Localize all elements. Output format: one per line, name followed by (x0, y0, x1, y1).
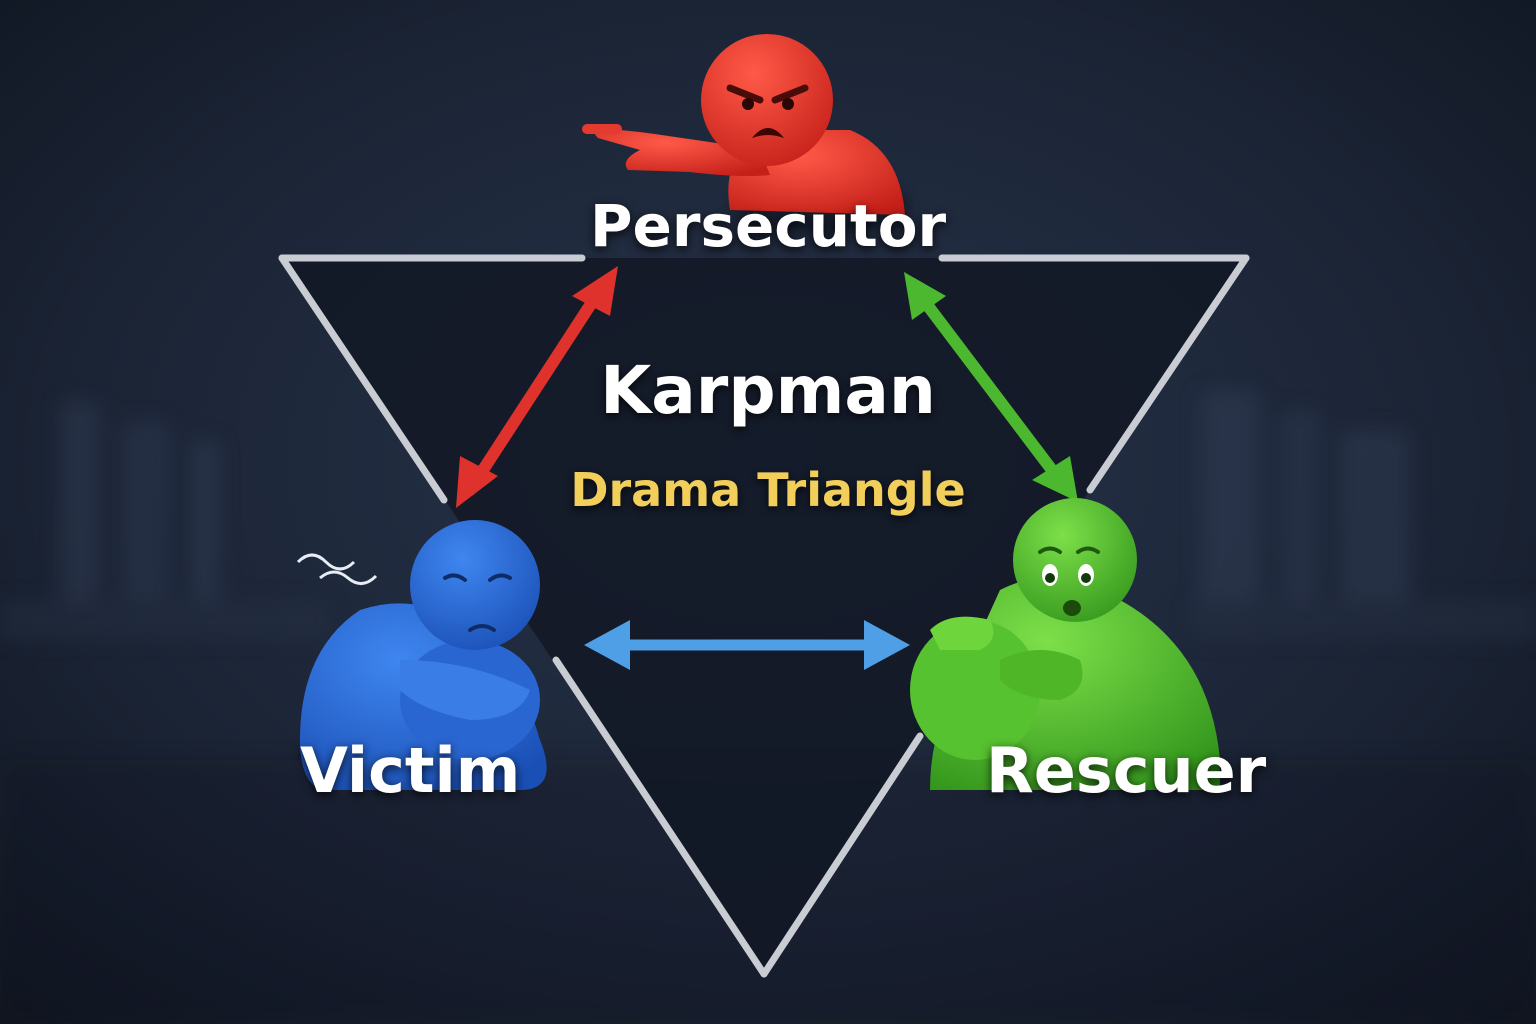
triangle-left-lower-edge (552, 656, 768, 978)
triangle-outline (278, 254, 1250, 978)
diagram-title: Karpman (600, 352, 936, 429)
victim-head (410, 520, 540, 650)
role-label-victim: Victim (300, 734, 521, 807)
triangle-fill (282, 258, 1246, 974)
role-label-persecutor: Persecutor (590, 192, 947, 260)
diagram-subtitle: Drama Triangle (570, 463, 966, 517)
rescuer-head (1013, 498, 1137, 622)
rescuer-hand-on-shoulder (930, 616, 994, 650)
triangle-left-edge (278, 254, 448, 504)
role-label-rescuer: Rescuer (986, 734, 1267, 807)
pointing-finger (582, 124, 622, 134)
persecutor-figure (582, 34, 910, 235)
victim-figure (296, 520, 547, 790)
trembling-lines-icon (296, 553, 356, 571)
rescuer-figure (910, 498, 1220, 790)
arrow-persecutor-rescuer (904, 272, 1078, 502)
rescuer-arm (1000, 650, 1083, 700)
persecutor-head (701, 34, 833, 166)
triangle-right-lower-edge (760, 732, 924, 978)
arrow-victim-rescuer (584, 620, 910, 670)
arrow-persecutor-victim (456, 266, 618, 508)
comforted-figure (910, 620, 1040, 760)
victim-arms (400, 660, 530, 720)
triangle-right-edge-upper (1086, 254, 1250, 494)
pointing-arm (594, 128, 770, 176)
